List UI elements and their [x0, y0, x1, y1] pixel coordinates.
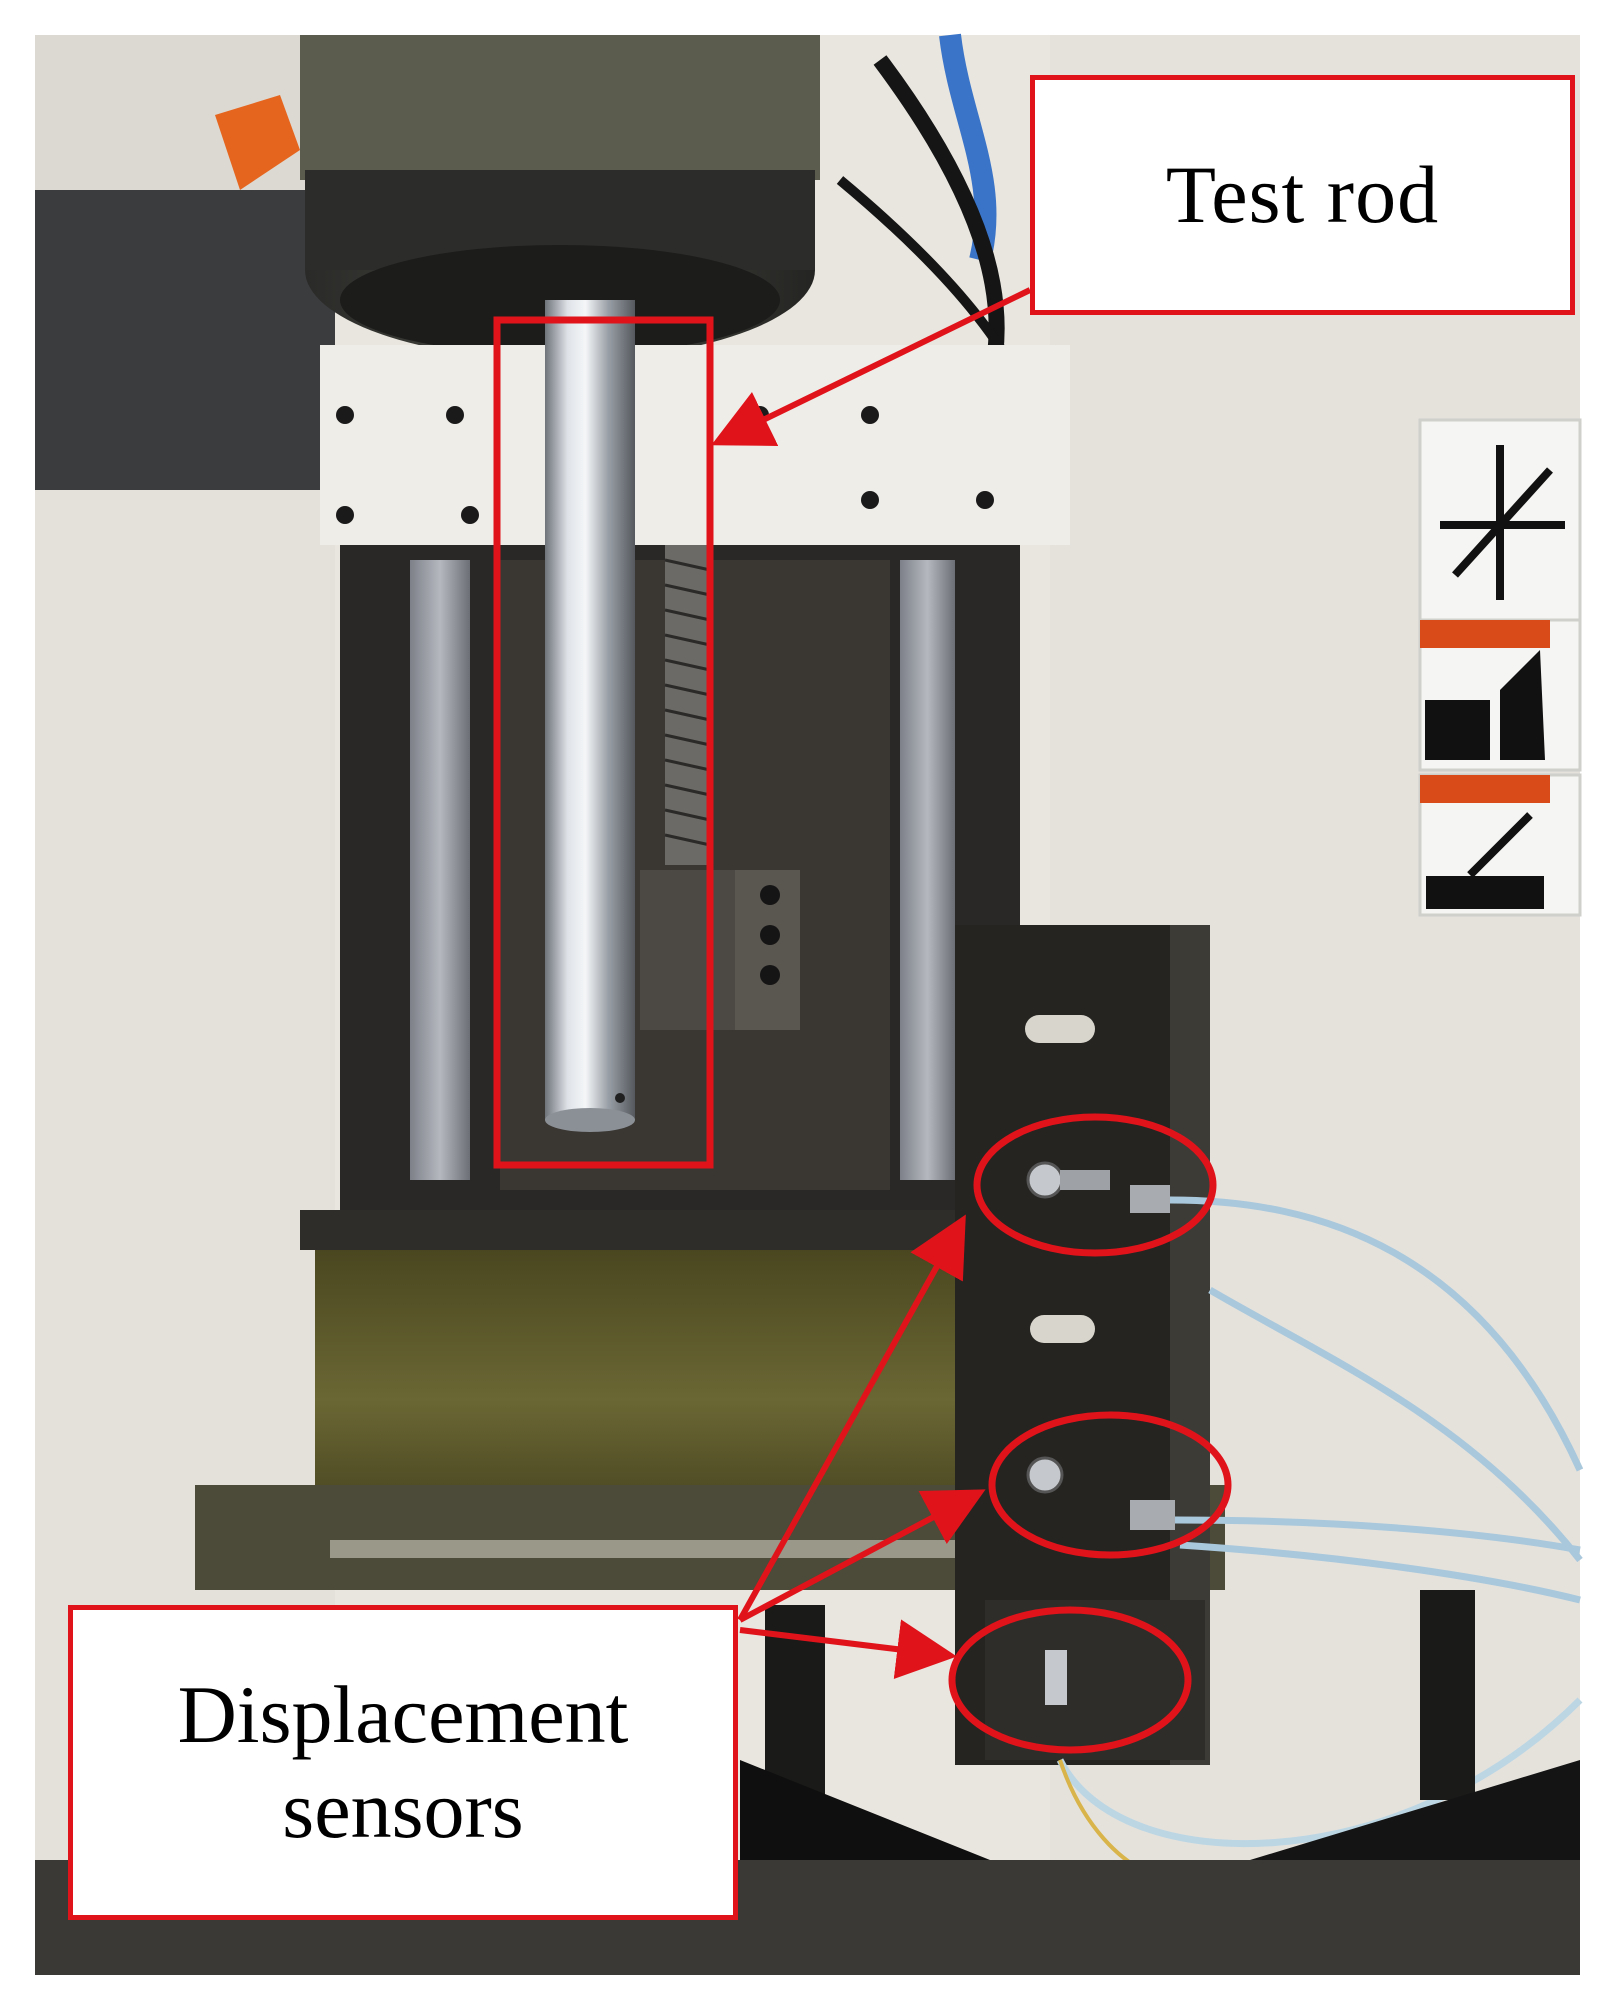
guide-rail-right	[900, 560, 955, 1180]
test-rod-tip	[545, 1108, 635, 1132]
displacement-sensors-label: Displacement sensors	[68, 1605, 738, 1920]
orange-lever	[215, 95, 300, 190]
warning-hand-icon	[1425, 650, 1545, 760]
sensor-cable	[1179, 1541, 1581, 1604]
test-rod-label: Test rod	[1030, 75, 1575, 315]
guide-rail-left	[410, 560, 470, 1180]
arrow-to-sensor-middle	[738, 1489, 986, 1623]
sensor-head-top	[1026, 1161, 1064, 1199]
decal-warning-1-header	[1420, 620, 1550, 648]
test-rod-hole	[615, 1093, 625, 1103]
sensor-nut-top	[1130, 1185, 1170, 1213]
bolt-hole	[760, 925, 780, 945]
bracket-foot	[985, 1600, 1205, 1760]
worktable-lip	[300, 1210, 1000, 1250]
arrow-to-test-rod	[711, 287, 1032, 446]
sensor-highlight-middle	[988, 1411, 1232, 1559]
sensor-body-top	[1060, 1170, 1110, 1190]
displacement-sensors-label-line1: Displacement	[177, 1669, 629, 1761]
left-panel-shadow	[35, 190, 335, 490]
bolt-hole	[760, 885, 780, 905]
sensor-cable	[1174, 1516, 1581, 1554]
bolt-hole	[446, 406, 464, 424]
arrow-to-sensor-top	[737, 1214, 966, 1622]
bolt-hole	[976, 491, 994, 509]
ball-screw-threads	[664, 558, 711, 847]
sensor-highlight-top	[973, 1113, 1217, 1257]
decal-warning-2-header	[1420, 775, 1550, 803]
sensor-highlight-bottom	[948, 1606, 1192, 1754]
bolt-hole	[760, 965, 780, 985]
test-rod-label-text: Test rod	[1165, 149, 1440, 240]
axis-icon	[1440, 445, 1565, 600]
displacement-sensors-label-text: Displacement sensors	[178, 1668, 629, 1857]
arrow-to-sensor-bottom	[739, 1619, 957, 1679]
sensor-body-bottom	[1045, 1650, 1067, 1705]
bolt-hole	[861, 406, 879, 424]
clamp-bolt-right	[1420, 1590, 1475, 1800]
table-slot	[330, 1540, 1020, 1558]
bolt-hole	[336, 406, 354, 424]
bracket-slot	[1030, 1315, 1095, 1343]
warning-tool-icon	[1426, 812, 1544, 909]
test-rod	[545, 300, 635, 1120]
sensor-cable	[1056, 1697, 1583, 1848]
sensor-cable	[1208, 1286, 1583, 1563]
bolt-hole	[461, 506, 479, 524]
test-rod-highlight-box	[493, 316, 714, 1169]
spindle-head	[300, 35, 820, 180]
column-plate	[320, 345, 1070, 545]
displacement-sensors-label-line2: sensors	[282, 1763, 524, 1855]
sensor-cable	[1169, 1196, 1584, 1472]
sensor-head-middle	[1026, 1456, 1064, 1494]
bolt-hole	[861, 491, 879, 509]
bracket-slot	[1025, 1015, 1095, 1043]
sensor-nut-middle	[1130, 1500, 1175, 1530]
bolt-hole	[336, 506, 354, 524]
